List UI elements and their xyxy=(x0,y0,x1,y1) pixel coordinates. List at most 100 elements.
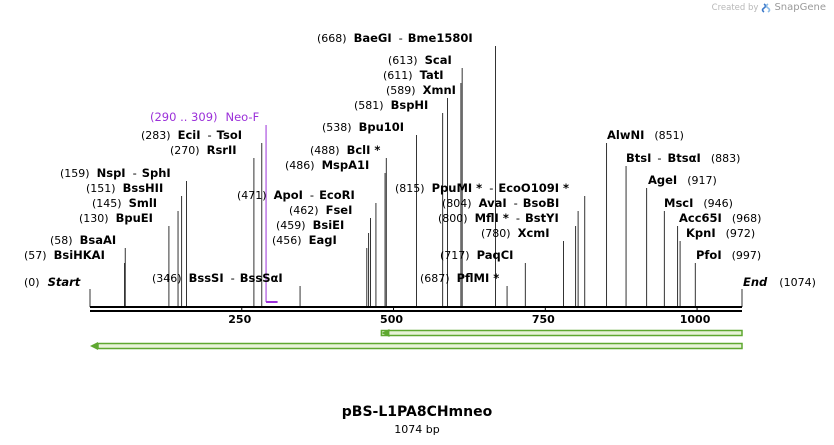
enzyme-name: AlwNI xyxy=(607,128,644,142)
site-position: (58) xyxy=(50,234,73,247)
site-label: KpnI(972) xyxy=(686,226,755,240)
enzyme-name: NspI xyxy=(97,166,126,180)
site-label: (589)XmnI xyxy=(386,83,456,97)
start-position: (0) xyxy=(24,276,40,289)
site-label: (159)NspI-SphI xyxy=(60,166,171,180)
ruler-tick-label: 1000 xyxy=(680,313,711,326)
site-position: (486) xyxy=(285,159,315,172)
site-position: (57) xyxy=(24,249,47,262)
site-label: (687) PflMI * xyxy=(420,271,499,285)
enzyme-name: PflMI * xyxy=(457,271,500,285)
features-layer xyxy=(90,329,743,350)
enzyme-name: SmlI xyxy=(129,196,158,210)
name-separator: - xyxy=(657,151,661,165)
site-label: (611)TatI xyxy=(383,68,444,82)
site-label: (57) BsiHKAI xyxy=(24,248,105,262)
enzyme-name: EciI xyxy=(178,128,201,142)
sequence-backbone xyxy=(90,306,742,312)
name-separator: - xyxy=(133,166,137,180)
name-separator: - xyxy=(231,271,235,285)
site-position: (613) xyxy=(388,54,418,67)
name-separator: - xyxy=(489,181,493,195)
site-position: (717) xyxy=(440,249,470,262)
site-label: (456) EagI xyxy=(272,233,337,247)
site-label: (270)RsrII xyxy=(170,143,237,157)
enzyme-name: PfoI xyxy=(696,248,722,262)
enzyme-name: SphI xyxy=(142,166,171,180)
enzyme-name: FseI xyxy=(326,203,353,217)
site-label: PfoI (997) xyxy=(696,248,761,262)
site-label: (717)PaqCI xyxy=(440,248,513,262)
site-label: (486)MspA1I xyxy=(285,158,369,172)
enzyme-name: TsoI xyxy=(217,128,242,142)
site-labels: (57) BsiHKAI(58) BsaAI (130)BpuEI(145) SmlI (… xyxy=(24,31,816,289)
enzyme-name: Acc65I xyxy=(679,211,722,225)
site-position: (145) xyxy=(92,197,122,210)
site-position: (462) xyxy=(289,204,319,217)
site-label: (58) BsaAI xyxy=(50,233,116,247)
enzyme-name: MflI * xyxy=(475,211,509,225)
enzyme-name: EcoRI xyxy=(319,188,355,202)
ruler-tick-label: 500 xyxy=(380,313,403,326)
snapgene-logo-icon xyxy=(762,2,771,13)
enzyme-name: BssHII xyxy=(123,181,164,195)
site-position: (804) xyxy=(442,197,472,210)
site-label: (130)BpuEI xyxy=(79,211,153,225)
enzyme-name: KpnI xyxy=(686,226,716,240)
forward-arrow xyxy=(380,329,743,337)
site-position: (946) xyxy=(703,197,733,210)
site-position: (130) xyxy=(79,212,109,225)
enzyme-name: Bpu10I xyxy=(359,120,404,134)
site-label: AgeI(917) xyxy=(648,173,717,187)
site-label: MscI(946) xyxy=(664,196,733,210)
site-label: (488)BclI * xyxy=(310,143,380,157)
site-position: (815) xyxy=(395,182,425,195)
map-title: pBS-L1PA8CHmneo xyxy=(341,404,493,420)
site-position: (488) xyxy=(310,144,340,157)
site-label: (459)BsiEI xyxy=(276,218,344,232)
end-label: End(1074) xyxy=(743,275,816,289)
site-label: (346)BssSI-BssSαI xyxy=(152,271,283,285)
ruler-tick-label: 250 xyxy=(228,313,251,326)
map-length: 1074 bp xyxy=(394,423,440,436)
start-label: (0)Start xyxy=(24,275,81,289)
site-position: (780) xyxy=(481,227,511,240)
site-label: (815)PpuMI *-EcoO109I * xyxy=(395,181,569,195)
site-lines xyxy=(89,46,743,307)
enzyme-name: BssSαI xyxy=(240,271,283,285)
site-position: (538) xyxy=(322,121,352,134)
enzyme-name: BsiHKAI xyxy=(54,248,105,262)
site-position: (687) xyxy=(420,272,450,285)
site-position: (997) xyxy=(732,249,762,262)
site-label: (471)ApoI-EcoRI xyxy=(237,188,355,202)
site-label: (800)MflI *-BstYI xyxy=(438,211,559,225)
name-separator: - xyxy=(514,196,518,210)
site-position: (968) xyxy=(732,212,762,225)
primer-name: Neo-F xyxy=(226,110,260,124)
enzyme-name: BaeGI xyxy=(354,31,392,45)
enzyme-name: Bme1580I xyxy=(408,31,473,45)
name-separator: - xyxy=(208,128,212,142)
site-position: (851) xyxy=(654,129,684,142)
reverse-arrow xyxy=(97,342,743,350)
name-separator: - xyxy=(310,188,314,202)
site-position: (589) xyxy=(386,84,416,97)
enzyme-name: AgeI xyxy=(648,173,677,187)
enzyme-name: BstYI xyxy=(525,211,559,225)
site-position: (456) xyxy=(272,234,302,247)
reverse-arrow-head xyxy=(90,342,98,350)
site-label: (780) XcmI xyxy=(481,226,550,240)
enzyme-name: XcmI xyxy=(518,226,550,240)
enzyme-name: ApoI xyxy=(274,188,303,202)
site-position: (459) xyxy=(276,219,306,232)
site-label: (462) FseI xyxy=(289,203,352,217)
name-separator: - xyxy=(516,211,520,225)
credit-brand: SnapGene xyxy=(774,2,826,13)
enzyme-name: EcoO109I * xyxy=(498,181,569,195)
site-label: BtsI-BtsαI(883) xyxy=(626,151,740,165)
credit-prefix: Created by xyxy=(711,2,759,13)
end-name: End xyxy=(743,275,768,289)
enzyme-name: EagI xyxy=(309,233,337,247)
enzyme-name: BsaAI xyxy=(80,233,117,247)
